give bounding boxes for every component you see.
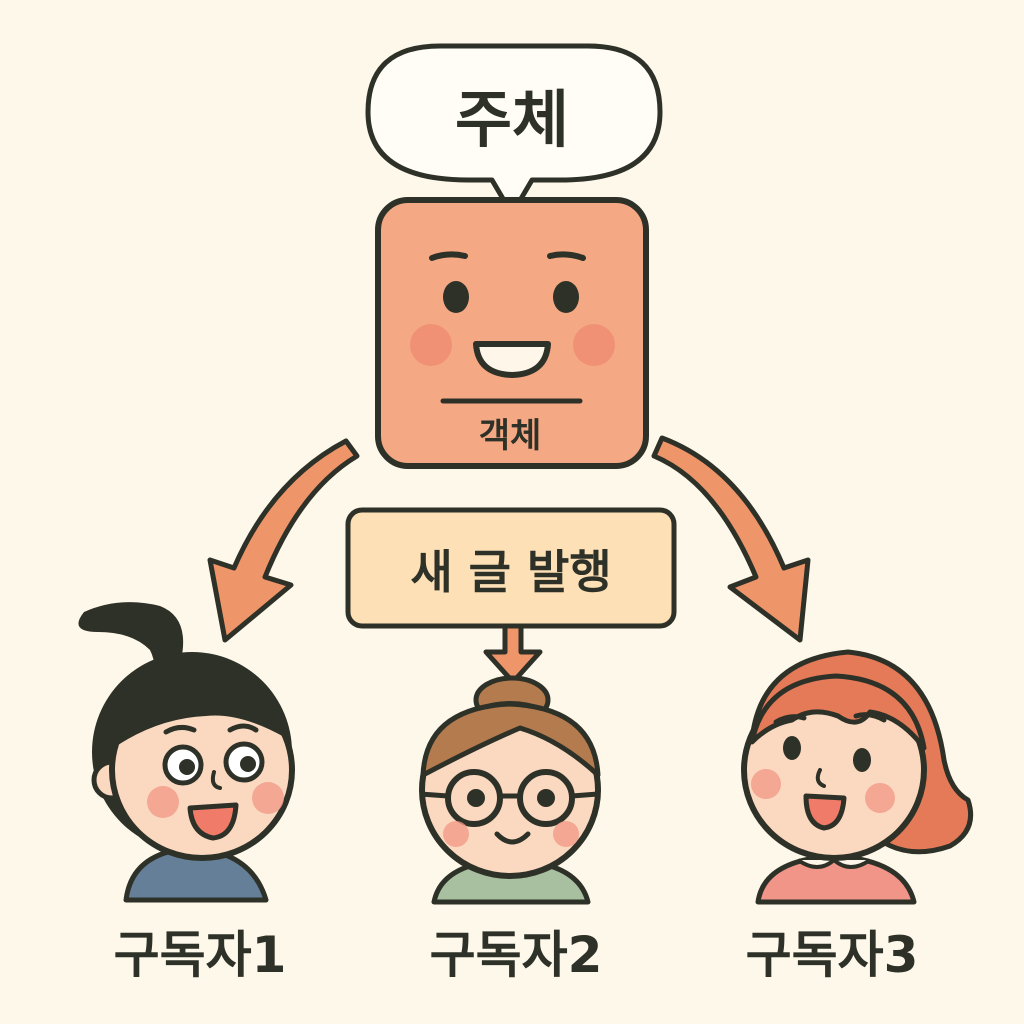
subscriber-1-label: 구독자1 bbox=[114, 926, 287, 984]
subscriber-2: 구독자2 bbox=[419, 675, 603, 984]
subscriber-1: 구독자1 bbox=[78, 602, 295, 984]
subject-box-label: 객체 bbox=[479, 416, 542, 456]
arrow-to-subscriber-1 bbox=[207, 438, 360, 643]
subject-box: 객체 bbox=[375, 197, 649, 469]
subscriber-3-label: 구독자3 bbox=[746, 926, 919, 984]
subject-speech-bubble: 주체 bbox=[365, 43, 663, 217]
subject-bubble-label: 주체 bbox=[455, 83, 569, 156]
publish-event-box: 새 글 발행 bbox=[345, 507, 677, 629]
subscriber-2-label: 구독자2 bbox=[430, 926, 603, 984]
publish-event-label: 새 글 발행 bbox=[410, 545, 611, 599]
arrow-to-subscriber-2 bbox=[483, 623, 543, 685]
arrow-to-subscriber-3 bbox=[651, 435, 811, 643]
subscriber-3: 구독자3 bbox=[741, 649, 974, 984]
